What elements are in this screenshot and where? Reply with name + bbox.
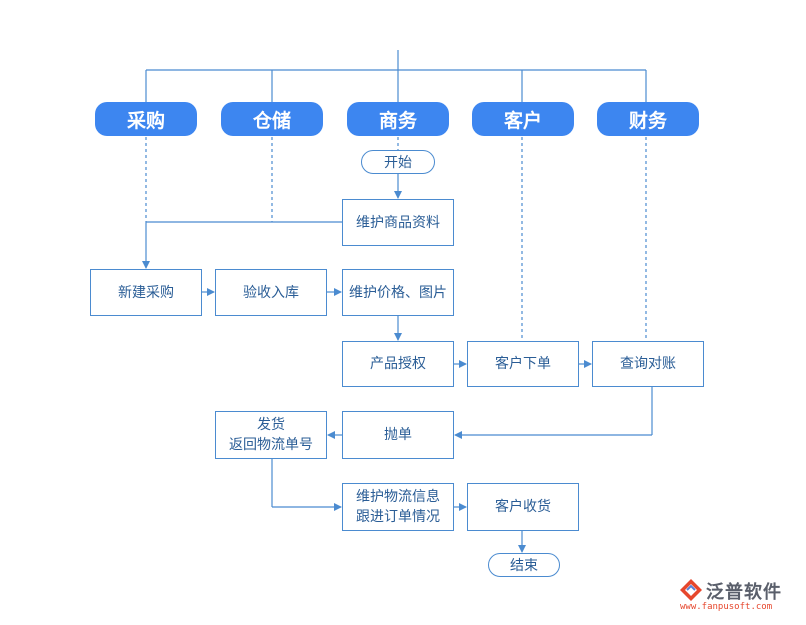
lane-customer: 客户: [472, 102, 574, 136]
node-throw-order: 抛单: [342, 411, 454, 459]
node-ship-line1: 发货: [257, 417, 285, 433]
node-inspect-inbound: 验收入库: [215, 269, 327, 316]
node-product-auth: 产品授权: [342, 341, 454, 387]
brand-name: 泛普软件: [706, 582, 782, 603]
node-maintain-goods: 维护商品资料: [342, 199, 454, 246]
node-check-account: 查询对账: [592, 341, 704, 387]
node-ship: 发货 返回物流单号: [215, 411, 327, 459]
brand-logo: 泛普软件 www.fanpusoft.com: [676, 575, 802, 621]
node-ship-line2: 返回物流单号: [229, 437, 313, 453]
lane-warehouse: 仓储: [221, 102, 323, 136]
node-logistics: 维护物流信息 跟进订单情况: [342, 483, 454, 531]
node-end: 结束: [488, 553, 560, 577]
node-start: 开始: [361, 150, 435, 174]
node-customer-receive: 客户收货: [467, 483, 579, 531]
lane-finance: 财务: [597, 102, 699, 136]
lane-business: 商务: [347, 102, 449, 136]
brand-url: www.fanpusoft.com: [680, 602, 773, 612]
node-maintain-price: 维护价格、图片: [342, 269, 454, 316]
brand-logo-icon: [680, 579, 702, 601]
node-logistics-line2: 跟进订单情况: [356, 509, 440, 525]
node-new-purchase: 新建采购: [90, 269, 202, 316]
node-customer-order: 客户下单: [467, 341, 579, 387]
lane-purchase: 采购: [95, 102, 197, 136]
node-logistics-line1: 维护物流信息: [356, 489, 440, 505]
